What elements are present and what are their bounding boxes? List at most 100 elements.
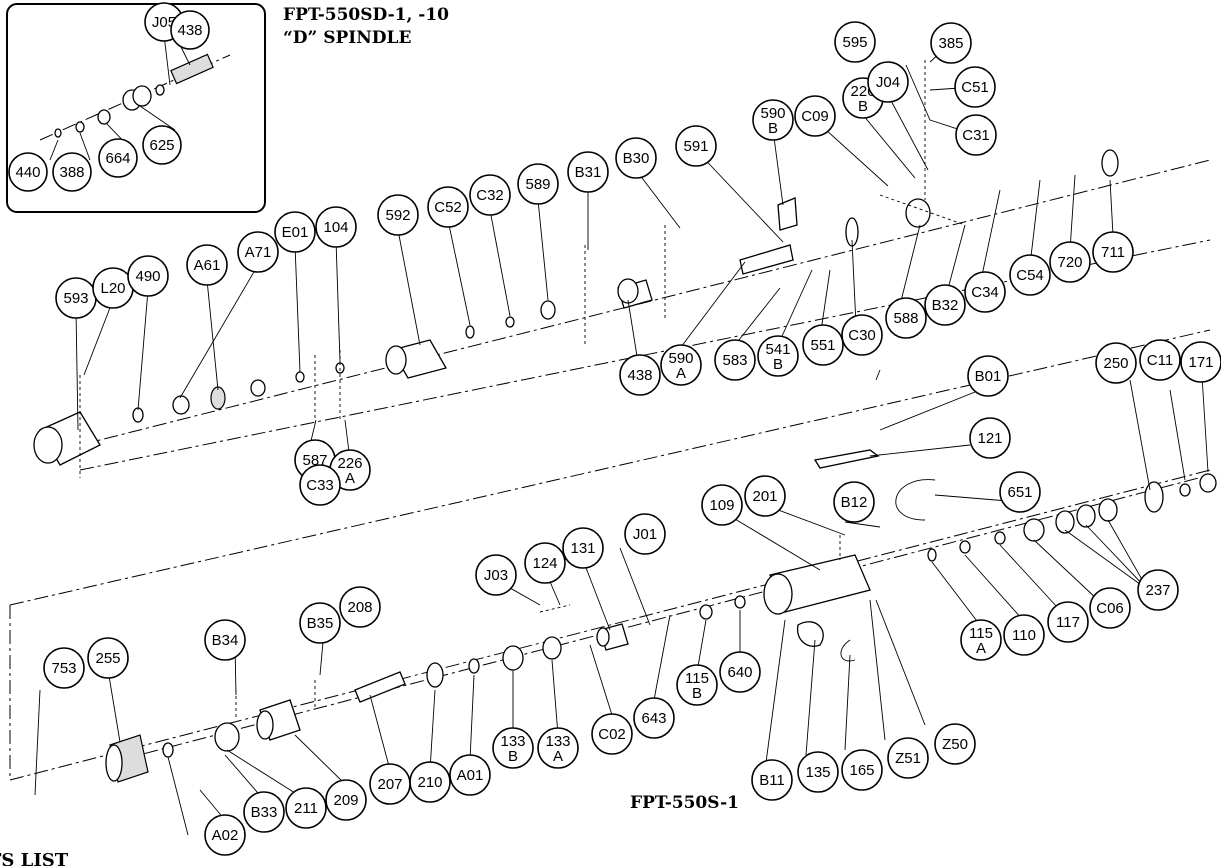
callout-number: B32 bbox=[932, 297, 959, 314]
callout-711: 711 bbox=[1092, 231, 1134, 273]
callout-circle bbox=[142, 125, 182, 165]
callout-number: 237 bbox=[1145, 582, 1170, 599]
callout-circle bbox=[315, 206, 357, 248]
callout-121: 121 bbox=[969, 417, 1011, 459]
callout-number: C30 bbox=[848, 327, 876, 344]
callout-E01: E01 bbox=[274, 211, 316, 253]
callout-circle bbox=[43, 647, 85, 689]
callout-207: 207 bbox=[369, 763, 411, 805]
callout-438: 438 bbox=[619, 354, 661, 396]
callout-589: 589 bbox=[517, 163, 559, 205]
callout-circle bbox=[752, 99, 794, 141]
callout-circle bbox=[954, 66, 996, 108]
callout-number: 595 bbox=[842, 34, 867, 51]
callout-B30: B30 bbox=[615, 137, 657, 179]
callout-circle bbox=[285, 787, 327, 829]
callout-circle bbox=[52, 152, 92, 192]
callout-number: 753 bbox=[51, 660, 76, 677]
callout-number: J04 bbox=[876, 74, 900, 91]
callout-number: 720 bbox=[1057, 254, 1082, 271]
callout-circle bbox=[369, 763, 411, 805]
callout-number: B12 bbox=[841, 494, 868, 511]
callout-circle bbox=[237, 231, 279, 273]
callout-165: 165 bbox=[841, 749, 883, 791]
callout-circle bbox=[492, 727, 534, 769]
callout-210: 210 bbox=[409, 761, 451, 803]
callout-J04: J04 bbox=[867, 61, 909, 103]
callout-C30: C30 bbox=[841, 314, 883, 356]
callout-circle bbox=[615, 137, 657, 179]
callout-C52: C52 bbox=[427, 186, 469, 228]
callout-circle bbox=[757, 335, 799, 377]
callout-circle bbox=[427, 186, 469, 228]
callout-number: 625 bbox=[149, 137, 174, 154]
callout-circle bbox=[960, 619, 1002, 661]
callout-circle bbox=[1095, 342, 1137, 384]
callout-number: 115 bbox=[969, 625, 993, 642]
callout-number: 201 bbox=[752, 488, 777, 505]
callout-131: 131 bbox=[562, 527, 604, 569]
callout-circle bbox=[955, 114, 997, 156]
callout-number: 589 bbox=[525, 176, 550, 193]
callout-664: 664 bbox=[98, 138, 138, 178]
callout-circle bbox=[1049, 241, 1091, 283]
callout-number: C32 bbox=[476, 187, 504, 204]
callout-circle bbox=[1092, 231, 1134, 273]
callout-388: 388 bbox=[52, 152, 92, 192]
callout-circle bbox=[204, 814, 246, 856]
callout-circle bbox=[887, 737, 929, 779]
callout-number: 255 bbox=[95, 650, 120, 667]
callout-number: 211 bbox=[294, 800, 318, 817]
callout-circle bbox=[867, 61, 909, 103]
callout-211: 211 bbox=[285, 787, 327, 829]
callout-circle bbox=[98, 138, 138, 178]
bottom-assembly-label: FPT-550S-1 bbox=[630, 793, 739, 813]
callout-number: 438 bbox=[627, 367, 652, 384]
callout-B01: B01 bbox=[967, 355, 1009, 397]
callout-number: 438 bbox=[177, 22, 202, 39]
callout-C09: C09 bbox=[794, 95, 836, 137]
callout-Z50: Z50 bbox=[934, 723, 976, 765]
callout-B12: B12 bbox=[833, 481, 875, 523]
callout-C31: C31 bbox=[955, 114, 997, 156]
callout-circle bbox=[834, 21, 876, 63]
callout-circle bbox=[1009, 254, 1051, 296]
callout-number: B30 bbox=[623, 150, 650, 167]
callout-208: 208 bbox=[339, 586, 381, 628]
callout-circle bbox=[170, 10, 210, 50]
callout-number: C06 bbox=[1096, 600, 1124, 617]
callout-number: 210 bbox=[417, 774, 442, 791]
callout-circle bbox=[833, 481, 875, 523]
callout-C32: C32 bbox=[469, 174, 511, 216]
callout-circle bbox=[243, 791, 285, 833]
callout-593: 593 bbox=[55, 277, 97, 319]
callout-number: 135 bbox=[805, 764, 830, 781]
callout-Z51: Z51 bbox=[887, 737, 929, 779]
callout-circle bbox=[299, 602, 341, 644]
callout-440: 440 bbox=[8, 152, 48, 192]
callout-circle bbox=[930, 22, 972, 64]
callout-circle bbox=[885, 297, 927, 339]
callout-583: 583 bbox=[714, 339, 756, 381]
callout-number: J03 bbox=[484, 567, 508, 584]
callout-number: A01 bbox=[457, 767, 484, 784]
callout-sub-letter: B bbox=[858, 98, 868, 115]
callout-circle bbox=[567, 151, 609, 193]
callout-number: B11 bbox=[759, 772, 785, 789]
callout-number: 117 bbox=[1056, 614, 1080, 631]
callout-438: 438 bbox=[170, 10, 210, 50]
callout-number: C34 bbox=[971, 284, 999, 301]
callout-circle bbox=[967, 355, 1009, 397]
callout-number: 490 bbox=[135, 268, 160, 285]
callout-591: 591 bbox=[675, 125, 717, 167]
callout-B34: B34 bbox=[204, 619, 246, 661]
callout-110: 110 bbox=[1003, 614, 1045, 656]
callout-circle bbox=[1047, 601, 1089, 643]
